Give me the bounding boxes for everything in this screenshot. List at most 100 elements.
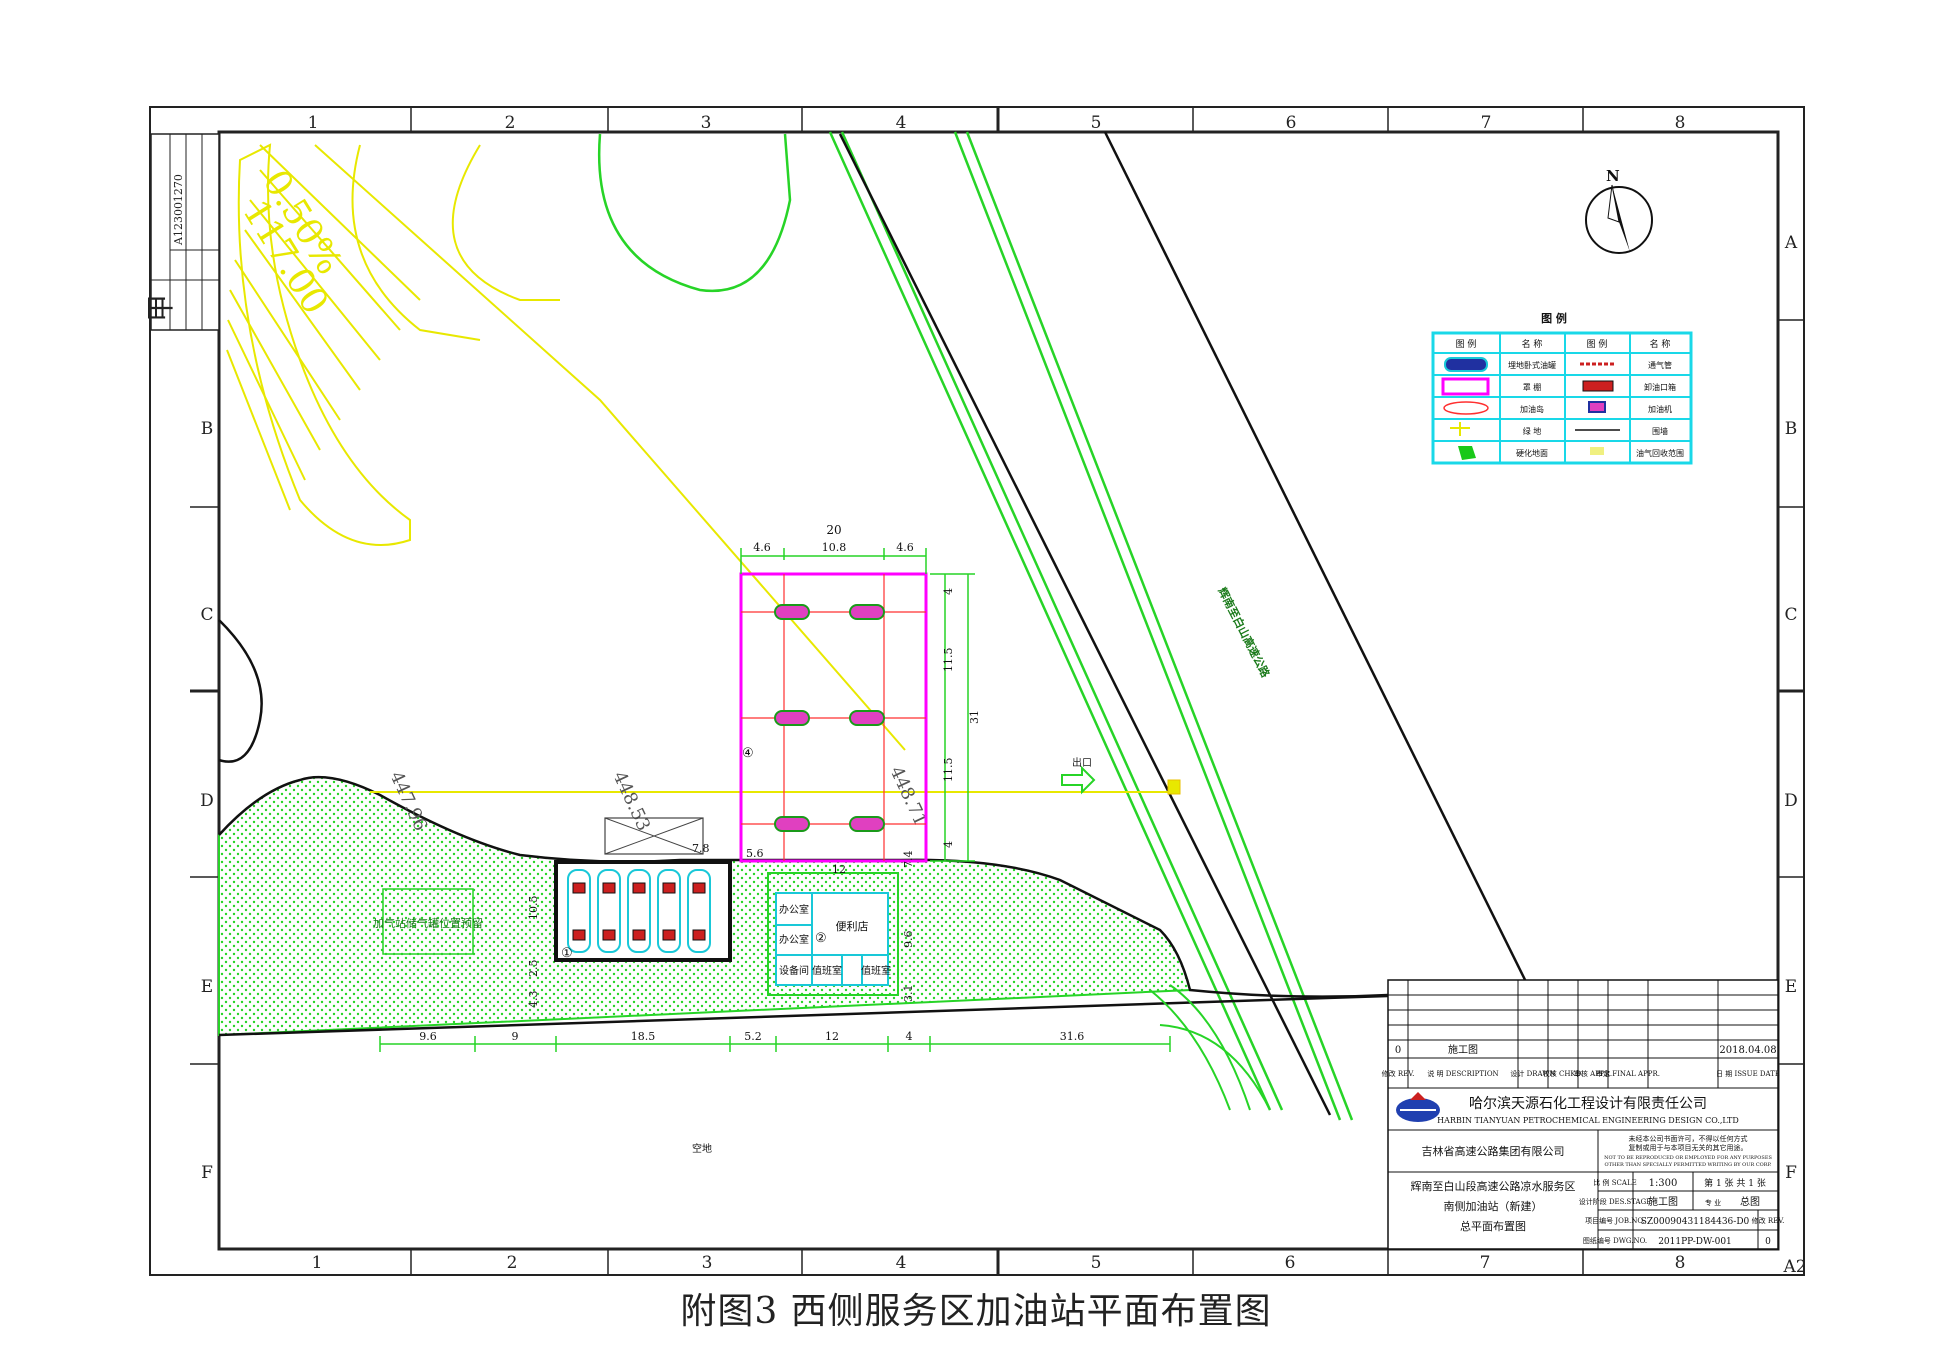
empty-land-label: 空地 — [692, 1142, 712, 1155]
tank-farm-marker: ① — [561, 946, 573, 961]
dim-10-5: 10.5 — [527, 896, 540, 921]
note-cn-1: 未经本公司书面许可，不得以任何方式 — [1629, 1134, 1748, 1143]
grid-col-1: 1 — [308, 113, 319, 133]
room-equipment: 设备间 — [779, 964, 809, 977]
side-dim-2: 11.5 — [942, 648, 955, 673]
south-boundary — [218, 994, 1389, 1037]
legend-island-icon — [1443, 401, 1489, 415]
project-line-1: 辉南至白山段高速公路凉水服务区 — [1411, 1179, 1576, 1193]
side-dim-1: 4 — [942, 588, 955, 595]
sheet-size-label: A2 — [1782, 1257, 1806, 1277]
dispenser-island-4 — [849, 710, 885, 726]
drawing-no-label: 图纸编号 DWG.NO. — [1583, 1236, 1647, 1245]
scale-label: 比 例 SCALE — [1593, 1178, 1636, 1187]
company-en: HARBIN TIANYUAN PETROCHEMICAL ENGINEERIN… — [1437, 1116, 1739, 1125]
grid-col-6: 6 — [1286, 113, 1297, 133]
dim-2-5: 2.5 — [527, 960, 540, 978]
dim-9-6: 9.6 — [902, 931, 915, 949]
strip-code: A123001270 — [172, 174, 185, 246]
tank-farm: ① — [554, 860, 732, 962]
grid-ticks — [190, 107, 1804, 1275]
dispenser-island-5 — [774, 816, 810, 832]
dispenser-island-2 — [849, 604, 885, 620]
drawing-no: 2011PP-DW-001 — [1658, 1237, 1732, 1247]
north-arrow-icon: N — [1585, 167, 1653, 254]
rev-no: 0 — [1395, 1045, 1401, 1056]
legend-tank-icon — [1444, 357, 1488, 372]
grid-col-2: 2 — [505, 113, 516, 133]
legend-header-1: 图 例 — [1456, 338, 1477, 350]
note-cn-2: 复制或用于与本项目无关的其它用途。 — [1629, 1143, 1748, 1152]
grid-labels-top: 1 2 3 4 5 6 7 8 — [308, 113, 1686, 133]
legend-header-4: 名 称 — [1650, 338, 1671, 350]
legend-name-1b: 通气管 — [1648, 360, 1672, 370]
strip-mark: 甲 — [144, 294, 177, 322]
legend-header-3: 图 例 — [1587, 338, 1608, 350]
tank-4 — [657, 869, 681, 953]
reserve-area: 加气站储气罐位置预留 — [373, 888, 483, 955]
dispenser-island-6 — [849, 816, 885, 832]
bottom-dim-4: 5.2 — [744, 1030, 762, 1043]
col-header-final: 审定 FINAL APPR. — [1596, 1069, 1660, 1078]
access-road-2 — [1169, 984, 1251, 1111]
access-road-3 — [1159, 1024, 1271, 1111]
highway-label: 辉南至白山高速公路 — [1215, 585, 1273, 680]
dispenser-island-1 — [774, 604, 810, 620]
legend-name-1a: 埋地卧式油罐 — [1508, 360, 1556, 370]
room-duty-1: 值班室 — [812, 964, 842, 977]
legend-name-3a: 加油岛 — [1520, 404, 1544, 414]
grid-row-c-left: C — [200, 605, 213, 625]
project-no: SZ00090431184436-D0 — [1641, 1217, 1750, 1227]
parking-area — [226, 143, 906, 751]
scale-value: 1:300 — [1649, 1178, 1678, 1189]
grid-labels-bottom: 1 2 3 4 5 6 7 8 — [312, 1253, 1686, 1273]
legend-name-5a: 硬化地面 — [1516, 448, 1548, 458]
grid-col-5-bottom: 5 — [1091, 1253, 1102, 1273]
bottom-dim-7: 31.6 — [1060, 1030, 1085, 1043]
elevation-3: 448.71 — [885, 763, 931, 829]
dim-12: 12 — [832, 863, 846, 876]
bottom-dim-5: 12 — [825, 1030, 839, 1043]
legend-name-3b: 加油机 — [1648, 404, 1672, 414]
tank-2 — [597, 869, 621, 953]
client-name: 吉林省高速公路集团有限公司 — [1422, 1144, 1565, 1158]
grid-row-a-right: A — [1784, 233, 1798, 253]
dim-7-4: 7.4 — [902, 851, 915, 869]
side-dim-3: 31 — [968, 710, 981, 724]
dim-5-6: 5.6 — [746, 847, 764, 860]
discipline-label: 专 业 — [1705, 1198, 1721, 1207]
access-road — [1149, 989, 1231, 1111]
project-line-3: 总平面布置图 — [1460, 1219, 1526, 1233]
canopy-marker: ④ — [742, 746, 754, 761]
grid-col-5: 5 — [1091, 113, 1102, 133]
room-store: 便利店 — [836, 919, 869, 933]
canopy-dim-right: 4.6 — [896, 541, 914, 554]
grid-col-6-bottom: 6 — [1285, 1253, 1296, 1273]
canopy: ④ — [739, 572, 928, 863]
side-dim-4: 11.5 — [942, 758, 955, 783]
sheet-count: 第 1 张 共 1 张 — [1704, 1177, 1766, 1189]
grid-row-b-left: B — [201, 419, 214, 439]
grid-col-1-bottom: 1 — [312, 1253, 323, 1273]
dim-3-1: 3.1 — [902, 985, 915, 1003]
legend-unload-icon — [1582, 380, 1614, 392]
legend-canopy-icon — [1441, 377, 1490, 396]
grid-col-8-bottom: 8 — [1675, 1253, 1686, 1273]
grid-col-3: 3 — [701, 113, 712, 133]
col-header-date: 日 期 ISSUE DATE — [1716, 1070, 1780, 1078]
grid-row-f-right: F — [1785, 1163, 1797, 1183]
rev-date: 2018.04.08 — [1719, 1045, 1776, 1056]
bottom-dim-6: 4 — [906, 1030, 913, 1043]
side-dim-5: 4 — [942, 841, 955, 848]
elevation-2: 448.53 — [608, 768, 654, 834]
project-no-label: 项目编号 JOB.NO. — [1585, 1216, 1645, 1225]
rev-desc: 施工图 — [1448, 1043, 1478, 1056]
canopy-dim-total: 20 — [826, 523, 841, 537]
dispenser-island-3 — [774, 710, 810, 726]
note-en-1: NOT TO BE REPRODUCED OR EMPLOYED FOR ANY… — [1604, 1155, 1772, 1161]
legend-header-2: 名 称 — [1522, 338, 1543, 350]
project-line-2: 南侧加油站（新建） — [1444, 1199, 1543, 1213]
exit-marker — [1167, 779, 1181, 795]
grid-row-d-left: D — [200, 791, 214, 811]
col-header-appr: 审核 APPR. — [1574, 1069, 1612, 1078]
